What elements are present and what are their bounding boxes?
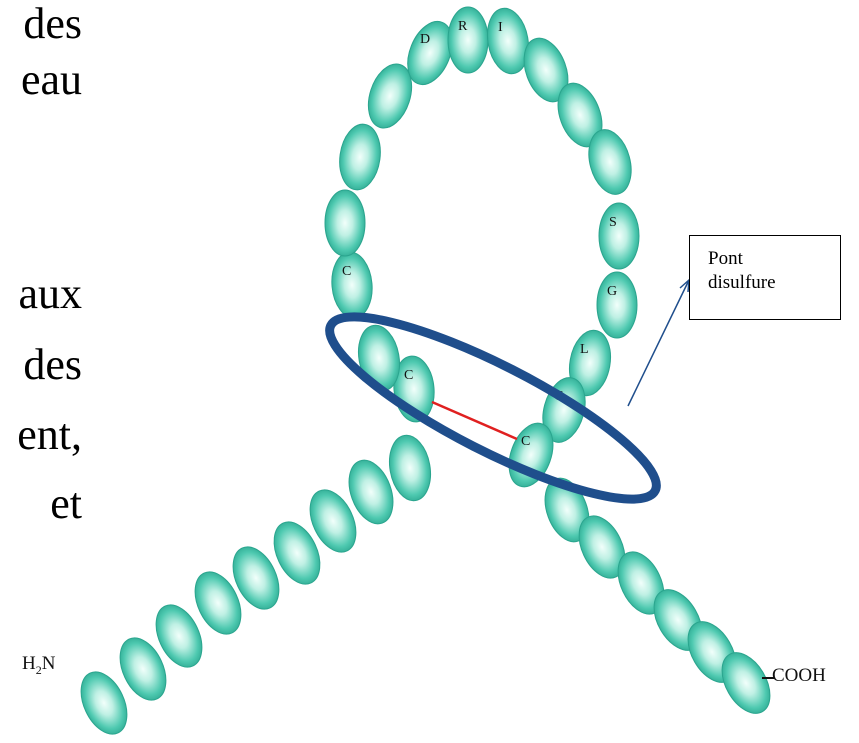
res-i-label: I xyxy=(498,20,503,35)
res-g-label: G xyxy=(607,284,617,299)
callout-line-1: Pont xyxy=(708,247,830,271)
c-terminus-label: COOH xyxy=(772,665,826,687)
n-terminus-label: H2N xyxy=(22,653,55,678)
c-terminus-text: COOH xyxy=(772,665,826,686)
callout-line-2: disulfure xyxy=(708,271,830,295)
amino-acid-beads xyxy=(72,5,780,741)
res-s-bead xyxy=(599,203,639,269)
res-d-label: D xyxy=(420,32,430,47)
disulfide-bridge-callout: Pont disulfure xyxy=(689,235,841,320)
res-s-label: S xyxy=(609,215,617,230)
res-l-label: L xyxy=(580,342,589,357)
res-c-loop-label: C xyxy=(342,264,351,279)
res-r-bead xyxy=(448,7,488,73)
amino-acid-bead xyxy=(325,190,365,256)
c-terminus-bond xyxy=(762,677,774,679)
amino-acid-bead xyxy=(336,122,385,193)
res-c-loop-bead xyxy=(329,250,375,319)
res-r-label: R xyxy=(458,19,468,34)
res-c-right-lower-label: C xyxy=(521,434,530,449)
n-terminus-n: N xyxy=(42,653,56,674)
res-c-left-label: C xyxy=(404,368,413,383)
n-terminus-h: H xyxy=(22,653,36,674)
res-g-bead xyxy=(597,272,637,338)
